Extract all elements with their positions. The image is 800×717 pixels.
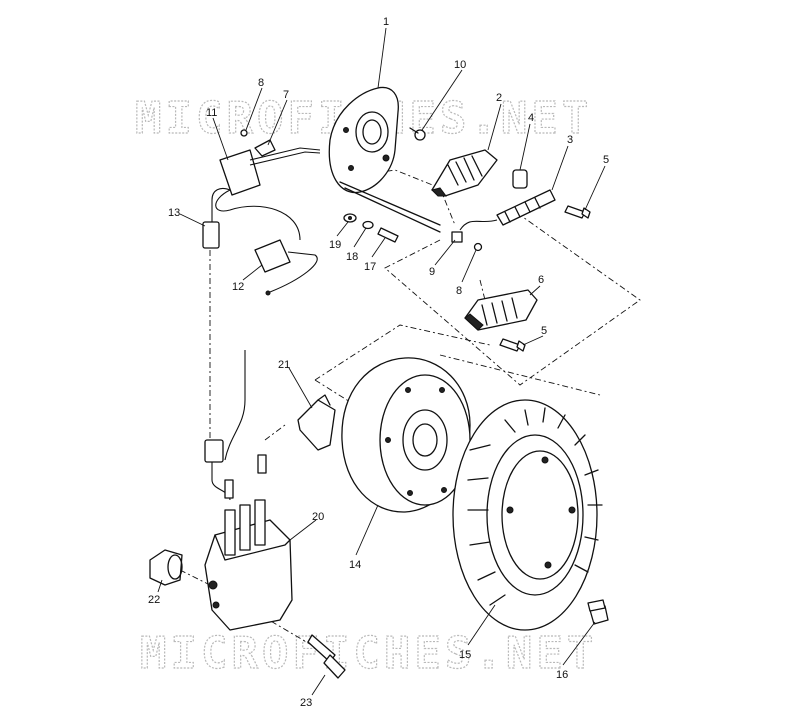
terminal-9 xyxy=(451,231,463,243)
callout-5-lower: 5 xyxy=(541,325,547,337)
callout-15: 15 xyxy=(459,649,471,661)
callout-19: 19 xyxy=(329,239,341,251)
callout-21: 21 xyxy=(278,359,290,371)
callout-8-top: 8 xyxy=(258,77,264,89)
callout-6: 6 xyxy=(538,274,544,286)
watermark-bottom: MICROFICHES.NET xyxy=(140,628,597,679)
charge-coil xyxy=(431,149,498,197)
callout-23: 23 xyxy=(300,697,312,709)
screw-8-middle xyxy=(473,242,483,252)
callout-14: 14 xyxy=(349,559,361,571)
collar-22 xyxy=(149,549,183,586)
callout-17: 17 xyxy=(364,261,376,273)
connector-12 xyxy=(254,239,318,296)
screw-10 xyxy=(409,127,426,141)
callout-2: 2 xyxy=(496,92,502,104)
callout-8-middle: 8 xyxy=(456,285,462,297)
callout-9: 9 xyxy=(429,266,435,278)
callout-11: 11 xyxy=(206,107,217,119)
spark-plug-cap xyxy=(297,394,336,451)
callout-5-upper: 5 xyxy=(603,154,609,166)
leader-lines xyxy=(157,27,606,696)
washer-18 xyxy=(362,220,374,230)
bolt-5-upper xyxy=(564,205,591,219)
ignition-coil xyxy=(204,454,293,631)
callout-4: 4 xyxy=(528,112,534,124)
screw-17 xyxy=(377,227,399,243)
spacer xyxy=(512,169,528,189)
callout-18: 18 xyxy=(346,251,358,263)
pulser-coil xyxy=(459,189,556,231)
callout-20: 20 xyxy=(312,511,324,523)
lighting-coil xyxy=(464,289,538,331)
flywheel-rotor xyxy=(341,357,471,513)
screw-8-top xyxy=(240,129,248,137)
callout-10: 10 xyxy=(454,59,466,71)
callout-22: 22 xyxy=(148,594,160,606)
bolt-5-lower xyxy=(499,338,526,352)
stator-base-plate xyxy=(328,86,441,233)
callout-7: 7 xyxy=(283,89,289,101)
bolt-16 xyxy=(587,599,609,625)
cooling-fan xyxy=(452,399,603,631)
bolt-23 xyxy=(307,634,346,679)
ignition-wiring xyxy=(204,350,246,501)
callout-1: 1 xyxy=(383,16,389,28)
washer-19 xyxy=(343,213,357,223)
regulator-11 xyxy=(215,147,321,241)
callout-16: 16 xyxy=(556,669,568,681)
clamp-7 xyxy=(254,139,276,157)
connector-13 xyxy=(202,187,231,249)
callout-12: 12 xyxy=(232,281,244,293)
callout-labels: 1 2 3 4 5 5 6 7 8 8 9 10 11 12 13 14 15 … xyxy=(148,16,609,709)
callout-3: 3 xyxy=(567,134,573,146)
callout-13: 13 xyxy=(168,207,180,219)
